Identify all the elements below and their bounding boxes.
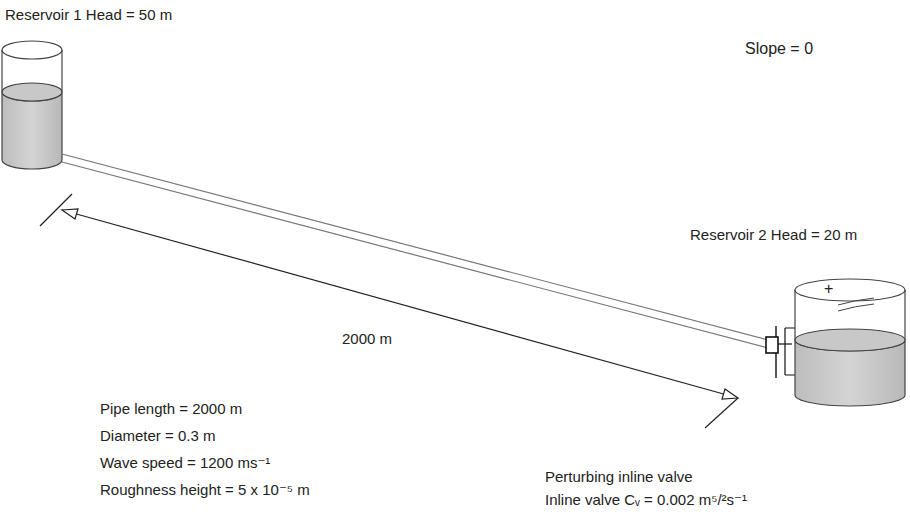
reservoir-2 [795, 279, 905, 406]
dimension-label: 2000 m [342, 330, 392, 348]
parameter-label: Pipe length = 2000 m [100, 400, 242, 418]
inline-valve [766, 326, 795, 378]
slope-label: Slope = 0 [745, 40, 813, 58]
dimension-line [40, 194, 738, 428]
parameter-label: Diameter = 0.3 m [100, 427, 215, 445]
parameter-label: Roughness height = 5 x 10⁻⁵ m [100, 481, 310, 499]
sign-mark: + [824, 280, 833, 298]
valve-label: Inline valve Cᵥ = 0.002 m⁵/²s⁻¹ [545, 491, 747, 509]
pipe [62, 154, 768, 348]
reservoir-label: Reservoir 1 Head = 50 m [5, 6, 172, 24]
reservoir-1 [2, 41, 62, 169]
parameter-label: Wave speed = 1200 ms⁻¹ [100, 454, 270, 472]
reservoir-label: Reservoir 2 Head = 20 m [690, 226, 857, 244]
valve-label: Perturbing inline valve [545, 468, 693, 486]
